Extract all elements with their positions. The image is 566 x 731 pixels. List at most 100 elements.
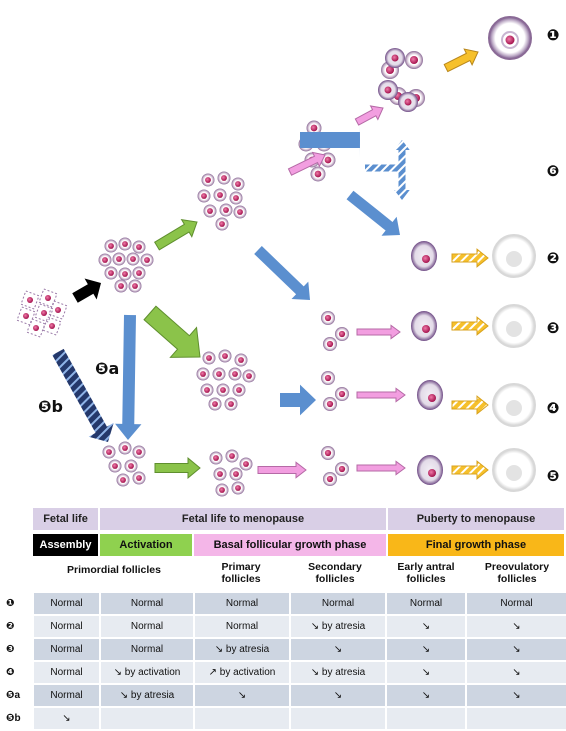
oocyte: [108, 270, 114, 276]
early-antral-follicle: [411, 241, 437, 271]
oocyte: [219, 221, 225, 227]
primordial-follicle: [306, 120, 322, 136]
cell-outline: [38, 288, 58, 308]
scenario-number-4: ❹: [547, 399, 560, 417]
oocyte: [201, 193, 207, 199]
oocyte: [235, 181, 241, 187]
growing-follicle: [398, 92, 418, 112]
hypothetical-arrow-6-down: [394, 168, 410, 200]
primordial-follicle: [310, 166, 326, 182]
oocyte: [422, 325, 430, 333]
table-cell: ↘: [385, 614, 466, 638]
early-antral-follicle: [417, 380, 443, 410]
primordial-follicle: [118, 267, 132, 281]
primordial-follicle: [203, 204, 217, 218]
table-cell: Normal: [32, 614, 100, 638]
oocyte: [120, 477, 126, 483]
oocyte: [27, 297, 33, 303]
table-cell: ↘: [465, 683, 566, 707]
primordial-follicle: [108, 459, 122, 473]
assembly-arrow-5b: [52, 348, 114, 442]
oocyte: [130, 256, 136, 262]
primordial-follicle: [335, 327, 349, 341]
cell-outline: [48, 300, 68, 320]
table-cell: ↘ by atresia: [99, 683, 194, 707]
oocyte: [212, 401, 218, 407]
primordial-follicle: [132, 266, 146, 280]
table-cell: Normal: [465, 591, 566, 615]
table-cell: ↗ by activation: [193, 660, 290, 684]
oocyte: [217, 471, 223, 477]
stage-table: Fetal life Fetal life to menopause Puber…: [33, 508, 564, 585]
oocyte: [144, 257, 150, 263]
col-primordial: Primordial follicles: [67, 564, 161, 576]
oocyte: [338, 390, 346, 398]
assembly-arrow: [72, 278, 101, 303]
primordial-follicle: [200, 383, 214, 397]
oocyte: [246, 373, 252, 379]
table-cell: ↘ by atresia: [289, 660, 386, 684]
primordial-follicle: [140, 253, 154, 267]
oocyte: [326, 340, 334, 348]
oocyte: [409, 55, 419, 65]
oocyte: [324, 314, 332, 322]
primordial-follicle: [229, 467, 243, 481]
primordial-follicle: [228, 367, 242, 381]
scenario-number-2: ❷: [547, 249, 560, 267]
oocyte: [33, 325, 39, 331]
oocyte: [122, 271, 128, 277]
primordial-follicle: [233, 205, 247, 219]
table-cell: Normal: [385, 591, 466, 615]
oocyte: [222, 353, 228, 359]
primordial-follicle: [229, 191, 243, 205]
primordial-follicle: [112, 252, 126, 266]
oocyte: [213, 455, 219, 461]
table-cell: Normal: [99, 591, 194, 615]
oocyte: [23, 313, 29, 319]
oocyte: [314, 170, 322, 178]
primordial-follicle: [126, 252, 140, 266]
oocyte: [324, 449, 332, 457]
primordial-follicle: [218, 349, 232, 363]
primordial-follicle: [212, 367, 226, 381]
primordial-follicle: [231, 481, 245, 495]
final-growth-arrow-atresia: [451, 460, 489, 480]
basal-arrow-3: [356, 324, 401, 340]
row-label: ❹: [0, 661, 33, 684]
oocyte: [237, 209, 243, 215]
primordial-follicle: [216, 383, 230, 397]
row-label: ❺a: [0, 684, 33, 707]
table-cell: [193, 706, 290, 729]
oocyte: [206, 355, 212, 361]
table-cell: ↘: [289, 683, 386, 707]
primordial-follicle: [321, 371, 335, 385]
primordial-follicle: [321, 311, 335, 325]
oocyte: [122, 445, 128, 451]
oocyte: [200, 371, 206, 377]
basal-arrow-5: [356, 460, 406, 476]
primordial-follicle: [224, 397, 238, 411]
activation-arrow-4: [143, 305, 201, 358]
cell-outline: [34, 303, 54, 323]
primordial-follicle: [405, 51, 423, 69]
puberty-to-menopause-header: Puberty to menopause: [388, 508, 564, 530]
final-growth-arrow-atresia: [451, 248, 489, 268]
path-label-5a: ❺a: [95, 359, 119, 378]
primordial-follicle: [242, 369, 256, 383]
primordial-follicle: [234, 353, 248, 367]
oocyte: [118, 283, 124, 289]
scenario-number-5: ❺: [547, 467, 560, 485]
pre-assembly-cell: [38, 288, 58, 308]
primordial-follicle: [217, 171, 231, 185]
oocyte: [49, 323, 55, 329]
oocyte: [404, 98, 412, 106]
oocyte: [136, 475, 142, 481]
pre-assembly-cell: [48, 300, 68, 320]
oocyte: [45, 295, 51, 301]
oocyte: [324, 374, 332, 382]
oocyte: [326, 475, 334, 483]
primordial-follicle: [215, 217, 229, 231]
pre-assembly-cell: [16, 306, 36, 326]
primordial-follicle: [128, 279, 142, 293]
primordial-follicle: [335, 387, 349, 401]
